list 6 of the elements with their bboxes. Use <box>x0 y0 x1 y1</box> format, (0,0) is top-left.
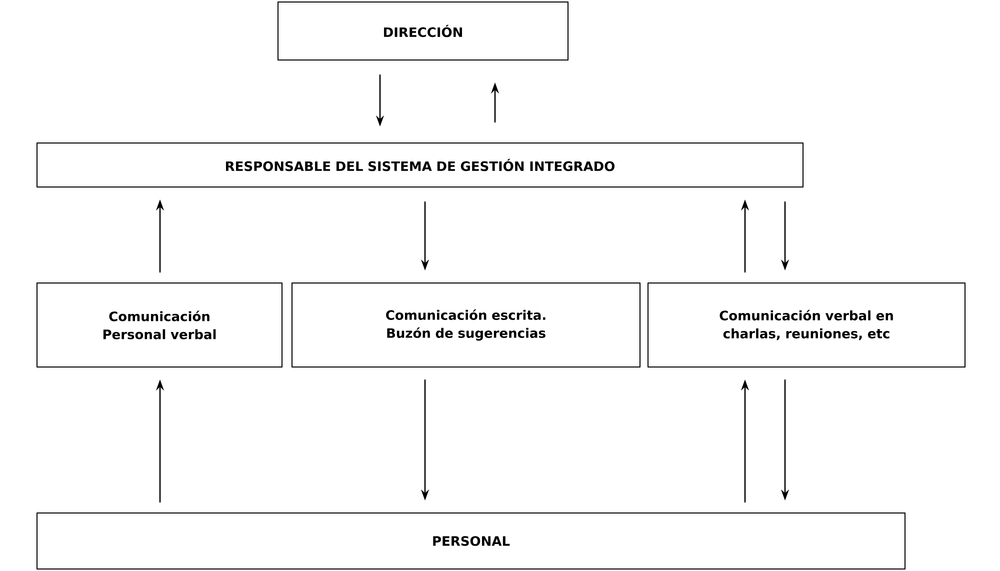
text-box: Comunicación verbal en charlas, reuniones, etc <box>648 282 966 368</box>
text-box: Comunicación escrita. Buzón de sugerencias <box>292 282 640 368</box>
text-box: DIRECCIÓN <box>278 2 568 60</box>
text-box: Comunicación Personal verbal <box>36 282 282 368</box>
text-box: RESPONSABLE DEL SISTEMA DE GESTIÓN INTEGRADO <box>36 142 804 188</box>
text-box: PERSONAL <box>36 512 906 570</box>
